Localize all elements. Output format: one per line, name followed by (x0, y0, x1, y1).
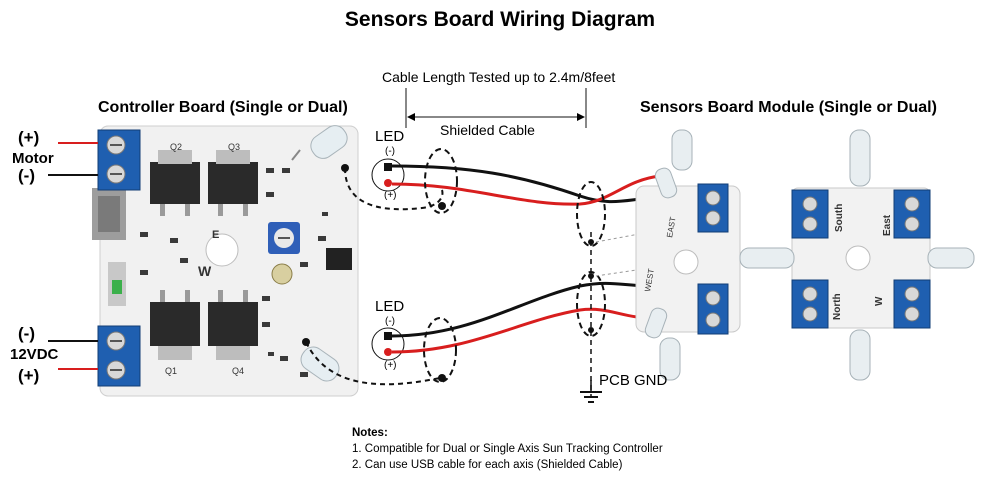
shield-ellipse-top-right (576, 181, 606, 247)
led-top-plus-label: (+) (384, 190, 397, 201)
sensor-board-single: EAST WEST (635, 129, 741, 381)
led-bottom-minus-label: (-) (385, 316, 395, 327)
mosfet-q3 (208, 150, 258, 216)
led-top-label: LED (375, 128, 405, 145)
svg-text:South: South (834, 204, 845, 232)
notes-title: Notes: (352, 427, 388, 439)
note-item: 1. Compatible for Dual or Single Axis Su… (352, 443, 663, 455)
svg-text:Q4: Q4 (232, 366, 244, 376)
svg-text:W: W (874, 296, 885, 306)
svg-text:Q3: Q3 (228, 142, 240, 152)
pcb-gnd-label: PCB GND (599, 372, 668, 389)
power-plus-label: (+) (18, 366, 40, 385)
sensors-board-title: Sensors Board Module (Single or Dual) (640, 99, 937, 116)
bottom-black-wire (391, 281, 651, 338)
svg-text:East: East (882, 214, 893, 236)
power-minus-label: (-) (18, 324, 35, 343)
led-top-dashed-link (344, 167, 444, 211)
mosfet-q4 (208, 290, 258, 360)
ground-symbol (580, 380, 602, 403)
led-bottom-dashed-link (305, 341, 441, 386)
power-voltage-label: 12VDC (10, 346, 59, 363)
board-led-bottom (300, 346, 340, 382)
note-item: 2. Can use USB cable for each axis (Shie… (352, 459, 623, 471)
sensor-board-dual: South East North W (739, 129, 975, 381)
svg-text:EAST: EAST (665, 216, 678, 238)
diagram-title: Sensors Board Wiring Diagram (344, 8, 656, 31)
svg-text:WEST: WEST (643, 268, 656, 292)
svg-text:Q2: Q2 (170, 142, 182, 152)
motor-minus-label: (-) (18, 166, 35, 185)
shielded-cable-label: Shielded Cable (440, 122, 535, 138)
led-bottom-label: LED (375, 298, 405, 315)
ldr-sensor (271, 263, 293, 285)
top-black-wire (391, 164, 651, 204)
svg-text:North: North (832, 293, 843, 320)
led-bottom-plus-label: (+) (384, 360, 397, 371)
bottom-red-wire (391, 307, 661, 354)
power-terminal-block (97, 325, 141, 387)
motor-label: Motor (12, 150, 54, 167)
motor-terminal-block (97, 129, 141, 191)
led-symbol-bottom (371, 327, 405, 361)
shield-ellipse-bottom-left (423, 317, 457, 383)
ic-chip (326, 248, 352, 270)
shield-ellipse-top-left (424, 148, 458, 214)
controller-board-title: Controller Board (Single or Dual) (98, 99, 348, 116)
led-top-minus-label: (-) (385, 146, 395, 157)
mosfet-q2 (150, 150, 200, 216)
motor-plus-label: (+) (18, 128, 40, 147)
svg-text:W: W (198, 263, 212, 279)
svg-text:E: E (212, 229, 219, 241)
controller-board: W E Q1 Q4 Q2 Q3 (92, 125, 359, 397)
svg-text:Q1: Q1 (165, 366, 177, 376)
mosfet-q1 (150, 290, 200, 360)
board-led-top (291, 125, 348, 161)
mounting-hole (205, 233, 239, 267)
notes-section: Notes: 1. Compatible for Dual or Single … (352, 425, 663, 473)
cable-length-label: Cable Length Tested up to 2.4m/8feet (382, 69, 616, 85)
top-red-wire (391, 174, 661, 206)
led-symbol-top (371, 158, 405, 192)
